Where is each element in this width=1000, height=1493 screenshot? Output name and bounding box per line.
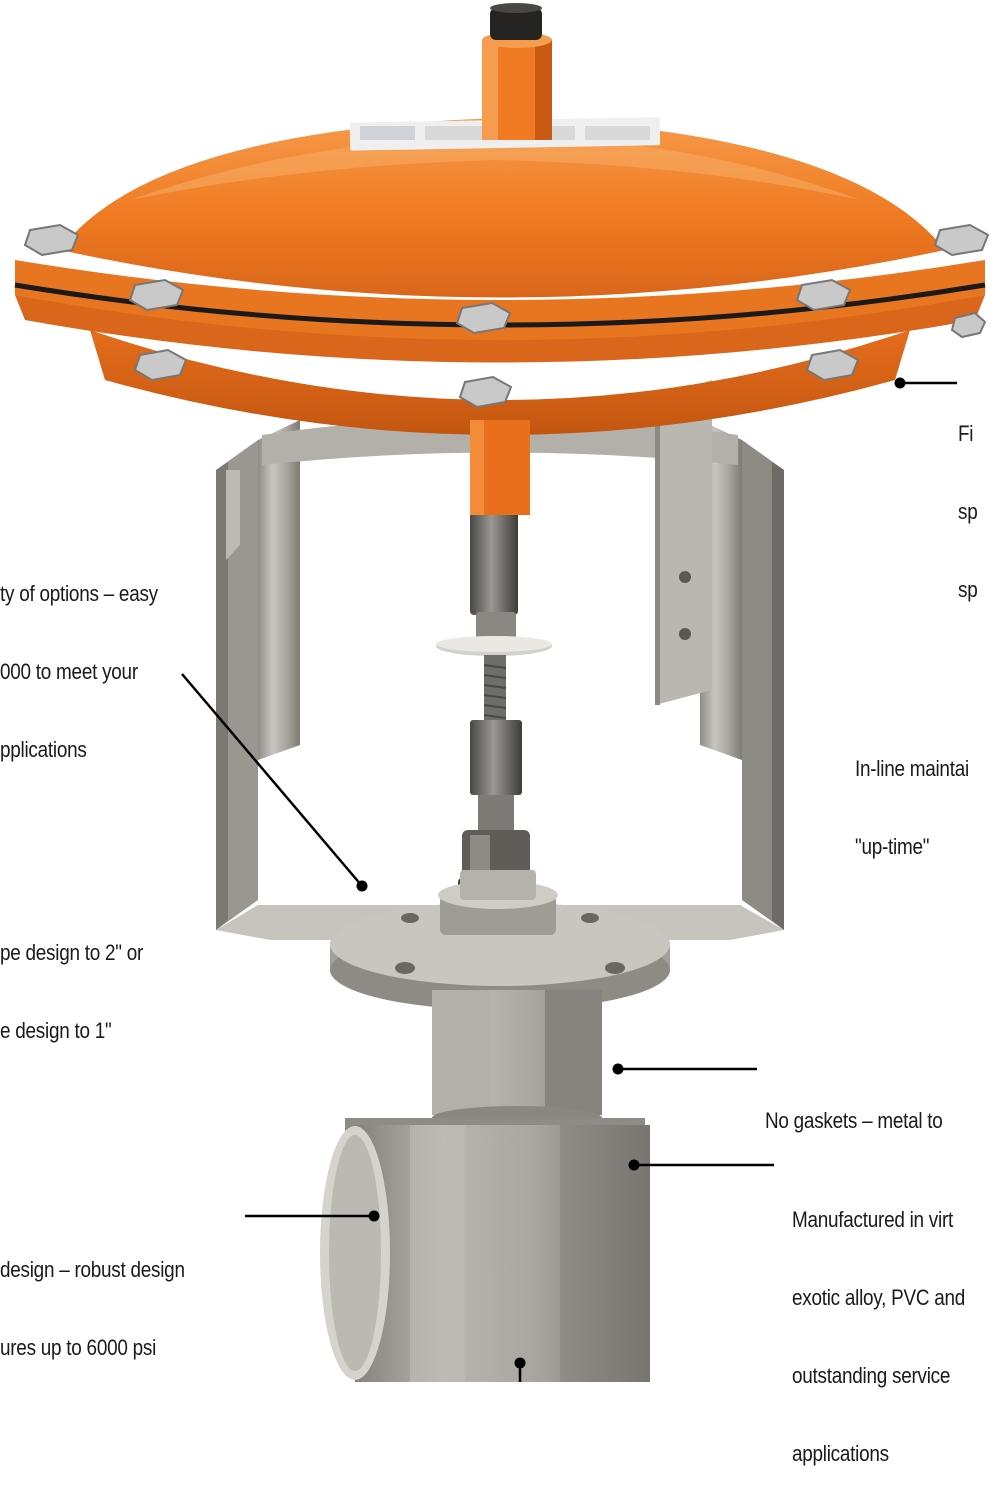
callout-line: pe design to 2" or — [0, 940, 144, 965]
bolt-icon — [933, 223, 990, 257]
bonnet-flange — [330, 870, 670, 1010]
callout-line: exotic alloy, PVC and — [792, 1285, 966, 1310]
callout-line: ures up to 6000 psi — [0, 1335, 157, 1360]
callout-dot — [612, 1063, 624, 1075]
callout-line: In-line maintai — [855, 756, 969, 781]
callout-line: applications — [792, 1441, 889, 1466]
callout-line: sp — [958, 577, 978, 602]
callout-dot — [514, 1357, 526, 1369]
callout-line: sp — [958, 499, 978, 524]
callout-line: pplications — [0, 737, 87, 762]
bolt-icon — [805, 348, 860, 382]
callout-right-manufactured: Manufactured in virt exotic alloy, PVC a… — [792, 1155, 965, 1493]
bolt-icon — [133, 348, 188, 382]
callout-line: ty of options – easy — [0, 581, 158, 606]
callout-dot — [356, 880, 368, 892]
callout-right-gaskets: No gaskets – metal to — [765, 1056, 943, 1160]
callout-line: No gaskets – metal to — [765, 1108, 943, 1133]
mounting-bracket — [655, 380, 712, 705]
bolt-icon — [795, 278, 852, 312]
callout-right-inline: In-line maintai "up-time" — [855, 704, 969, 886]
callout-line: Fi — [958, 421, 974, 446]
bolt-icon — [128, 278, 185, 312]
bonnet-body — [432, 990, 602, 1130]
callout-left-pipe: pe design to 2" or e design to 1" — [0, 888, 143, 1070]
callout-dot — [368, 1210, 380, 1222]
callout-line: design – robust design — [0, 1257, 185, 1282]
position-indicator — [482, 3, 552, 140]
bolt-icon — [950, 311, 987, 339]
callout-line: Manufactured in virt — [792, 1207, 953, 1232]
flange-bolts — [23, 223, 990, 409]
callout-line: e design to 1" — [0, 1018, 112, 1043]
callout-line: 000 to meet your — [0, 659, 138, 684]
callout-dot — [628, 1159, 640, 1171]
valve-product-photo — [14, 3, 990, 1382]
tee-valve-body — [320, 1118, 650, 1382]
leader-dots — [356, 377, 906, 1369]
bolt-icon — [23, 223, 80, 257]
actuator-dome — [60, 117, 945, 298]
callout-line: "up-time" — [855, 834, 930, 859]
callout-top-right: Fi sp sp — [958, 369, 978, 629]
leader-line-left-pipe — [181, 673, 363, 887]
callout-left-options: ty of options – easy 000 to meet your pp… — [0, 529, 158, 789]
callout-left-design: design – robust design ures up to 6000 p… — [0, 1205, 185, 1387]
actuator-housing-lower — [90, 330, 910, 515]
callout-dot — [894, 377, 906, 389]
callout-line: outstanding service — [792, 1363, 951, 1388]
bolt-icon — [455, 301, 512, 335]
valve-stem — [436, 505, 552, 898]
bolt-icon — [458, 375, 513, 409]
